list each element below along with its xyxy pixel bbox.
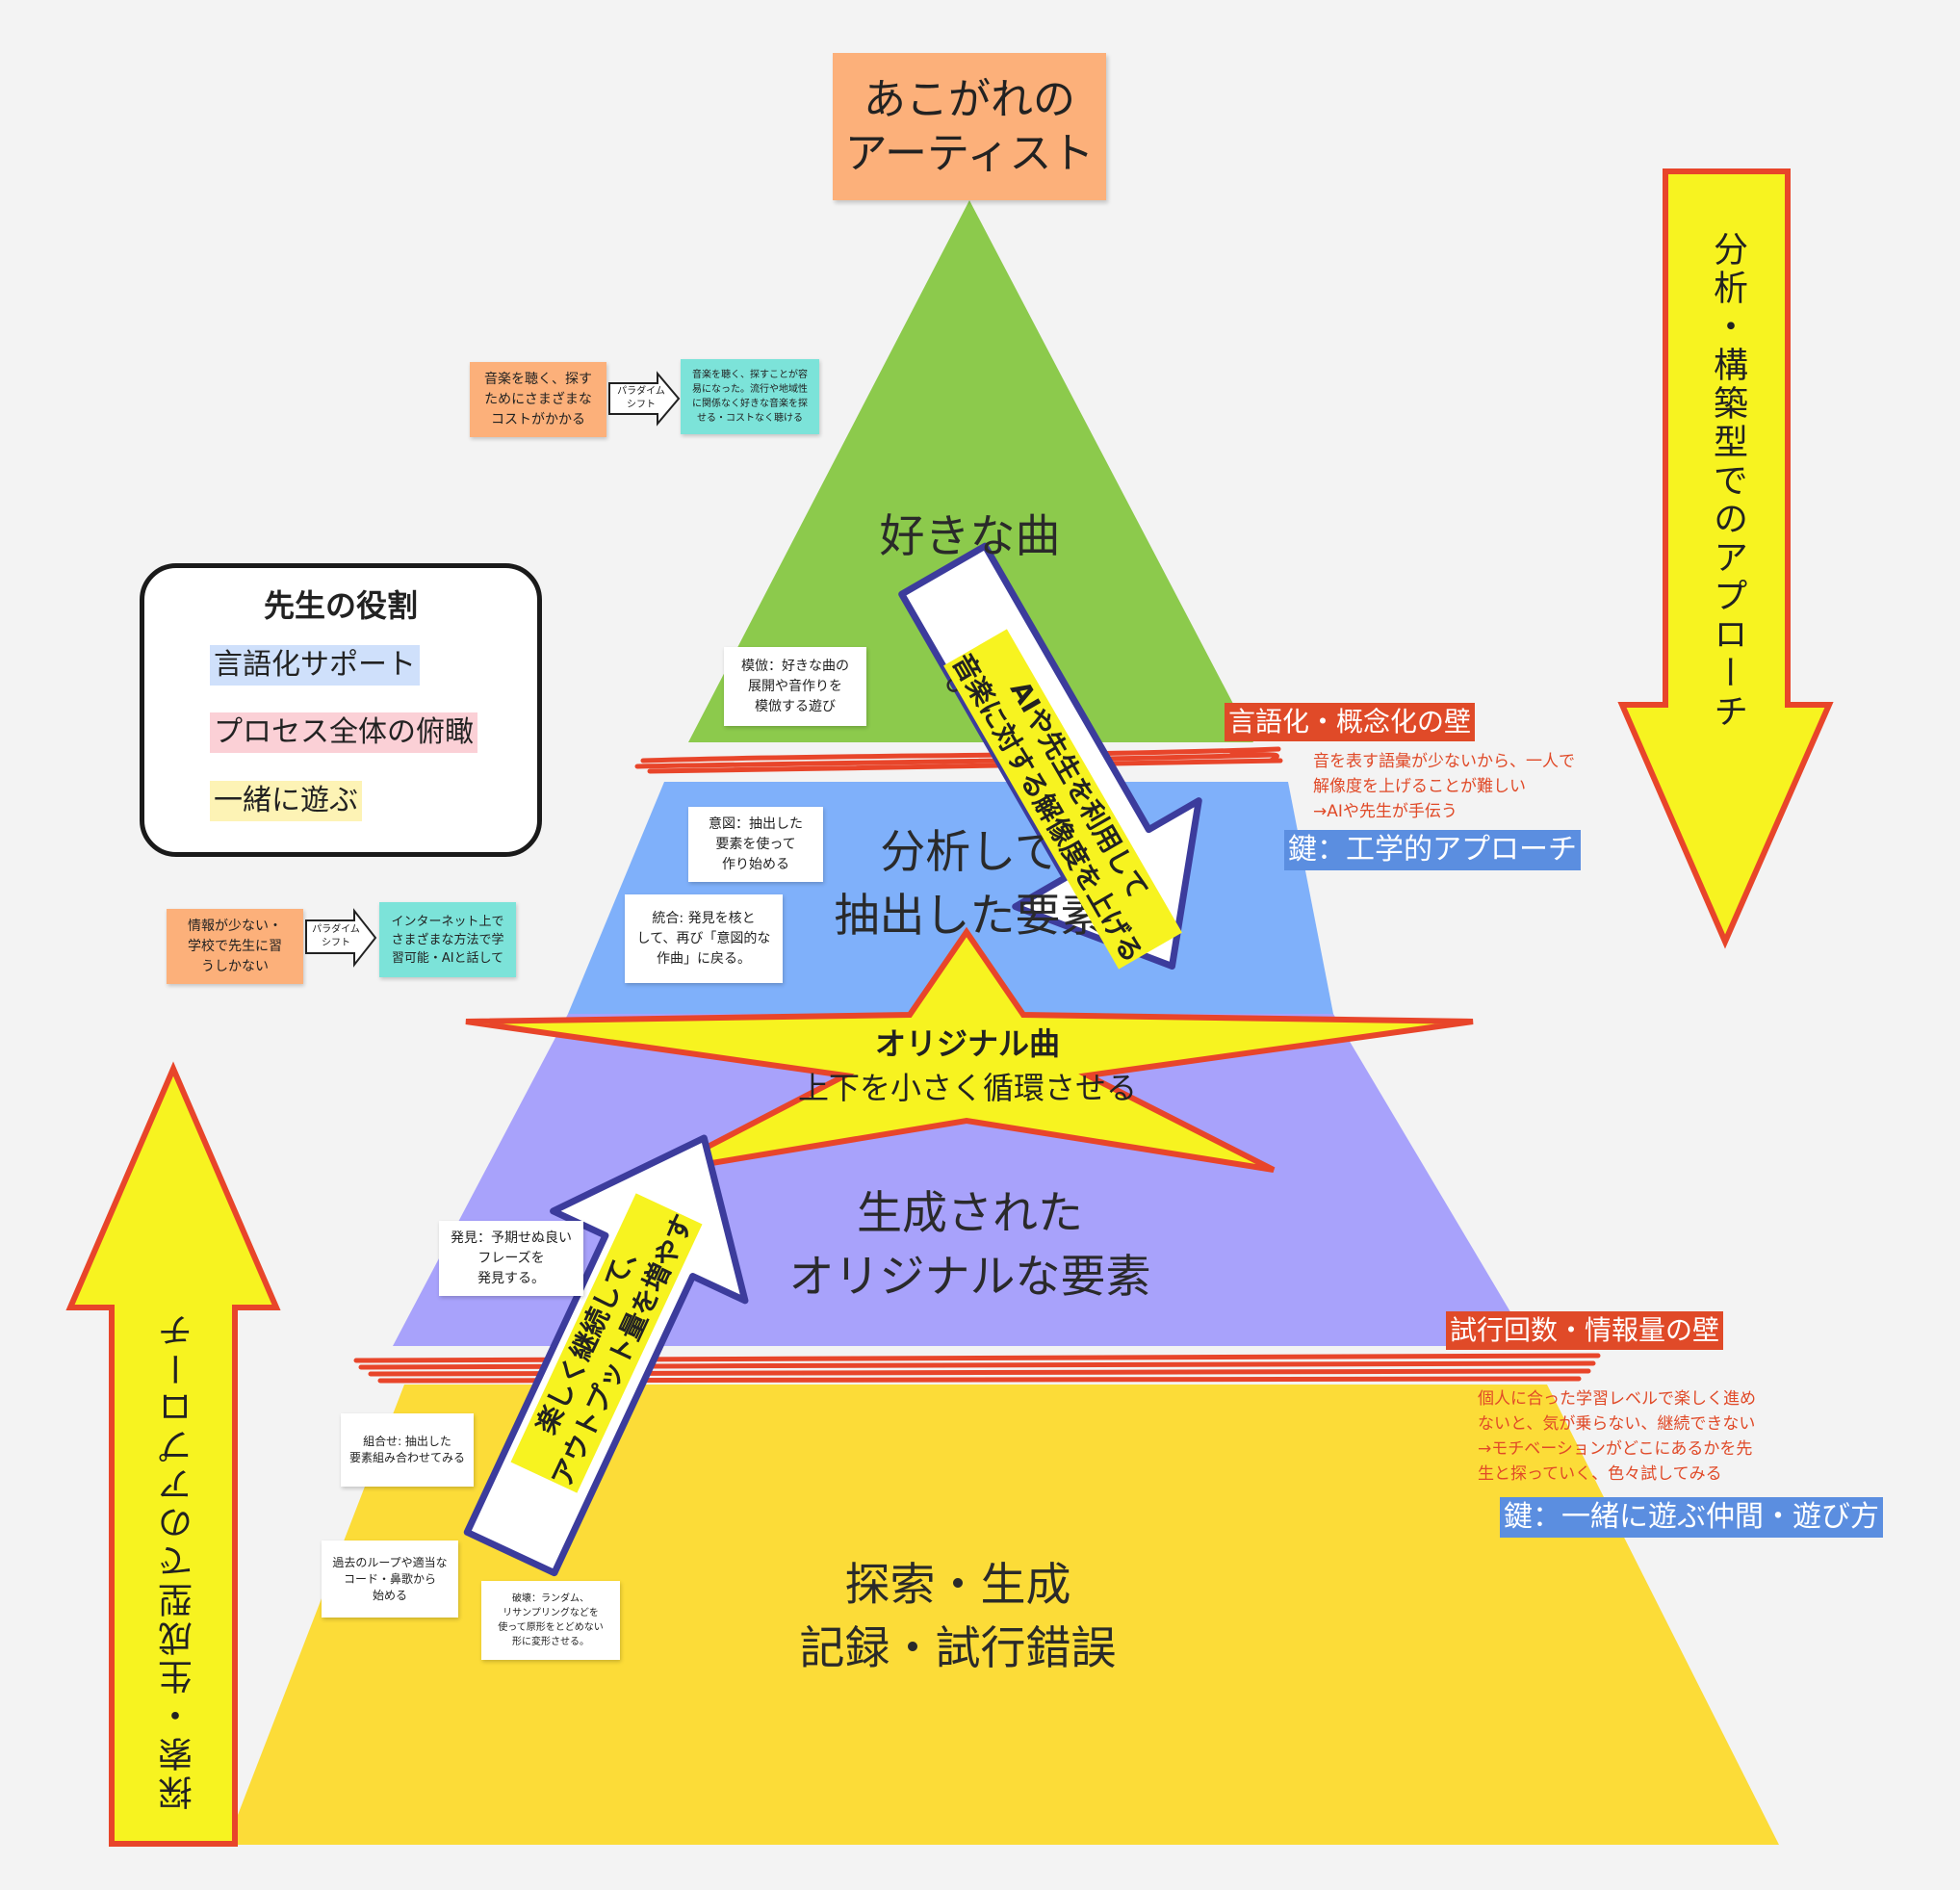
lower-wall-label: 試行回数・情報量の壁	[1446, 1311, 1724, 1350]
teacher-role-title: 先生の役割	[263, 587, 418, 624]
aspiring-artist-box: あこがれの アーティスト	[833, 53, 1106, 200]
upper-wall-scribble	[634, 746, 1283, 774]
paradigm-shift-arrow-top	[608, 371, 681, 427]
level-explore-generate-label: 探索・生成 記録・試行錯誤	[799, 1559, 1117, 1675]
role-play-together: 一緒に遊ぶ	[210, 781, 362, 821]
right-approach-label: 分析・構築型でのアプローチ	[1708, 231, 1747, 732]
star-title: オリジナル曲	[874, 1025, 1060, 1062]
paradigm-shift-arrow-mid	[305, 908, 377, 968]
lower-wall-key: 鍵：一緒に遊ぶ仲間・遊び方	[1500, 1497, 1883, 1538]
aspiring-artist-text: あこがれの アーティスト	[844, 74, 1095, 178]
right-approach-arrow	[1617, 168, 1834, 949]
pyramid-level-favorite-songs	[688, 200, 1253, 742]
star-text: オリジナル曲 上下を小さく循環させる	[751, 1013, 1184, 1119]
paradigm-mid-shift-label: パラダイム シフト	[312, 924, 360, 948]
note-discover: 発見：予期せぬ良い フレーズを 発見する。	[439, 1221, 583, 1296]
upper-wall-note: 音を表す語彙が少ないから、一人で 解像度を上げることが難しい →AIや先生が手伝…	[1313, 752, 1575, 821]
level-extracted-elements-label: 分析して 抽出した要素	[834, 826, 1106, 943]
left-approach-arrow	[65, 1061, 281, 1847]
paradigm-top-shift-label: パラダイム シフト	[617, 386, 665, 410]
role-verbalization-support: 言語化サポート	[210, 645, 420, 686]
paradigm-mid-after-note: インターネット上で さまざまな方法で学 習可能・AIと話して	[379, 902, 516, 977]
note-loop: 過去のループや適当な コード・鼻歌から 始める	[322, 1540, 458, 1618]
pyramid-level-explore-generate	[226, 1385, 1779, 1845]
note-integrate: 統合: 発見を核と して、再び「意図的な 作曲」に戻る。	[625, 894, 783, 983]
level-original-elements-label: 生成された オリジナルな要素	[788, 1187, 1151, 1304]
note-intent: 意図：抽出した 要素を使って 作り始める	[688, 807, 823, 882]
note-imitation: 模倣：好きな曲の 展開や音作りを 模倣する遊び	[724, 647, 866, 726]
star-subtitle: 上下を小さく循環させる	[797, 1070, 1137, 1106]
lower-wall-note: 個人に合った学習レベルで楽しく進め ないと、気が乗らない、継続できない →モチベ…	[1478, 1389, 1756, 1484]
paradigm-top-after-note: 音楽を聴く、探すことが容 易になった。流行や地域性 に関係なく好きな音楽を探 せ…	[681, 359, 819, 434]
paradigm-top-before-note: 音楽を聴く、探す ためにさまざまな コストがかかる	[470, 362, 606, 437]
upper-wall-key: 鍵：工学的アプローチ	[1284, 830, 1581, 870]
role-process-overview: プロセス全体の俯瞰	[210, 712, 477, 753]
original-song-star	[465, 926, 1474, 1175]
note-combine: 組合せ: 抽出した 要素組み合わせてみる	[341, 1413, 474, 1487]
left-approach-label: 探索・生成型でのアプローチ	[159, 1309, 198, 1810]
level-favorite-songs-label: 好きな曲	[879, 510, 1061, 563]
upper-wall-label: 言語化・概念化の壁	[1225, 703, 1476, 741]
paradigm-mid-before-note: 情報が少ない・ 学校で先生に習 うしかない	[167, 909, 303, 984]
teacher-role-box: 先生の役割 言語化サポート プロセス全体の俯瞰 一緒に遊ぶ	[140, 563, 542, 857]
note-destroy: 破壊：ランダム、 リサンプリングなどを 使って原形をとどめない 形に変形させる。	[481, 1581, 620, 1660]
